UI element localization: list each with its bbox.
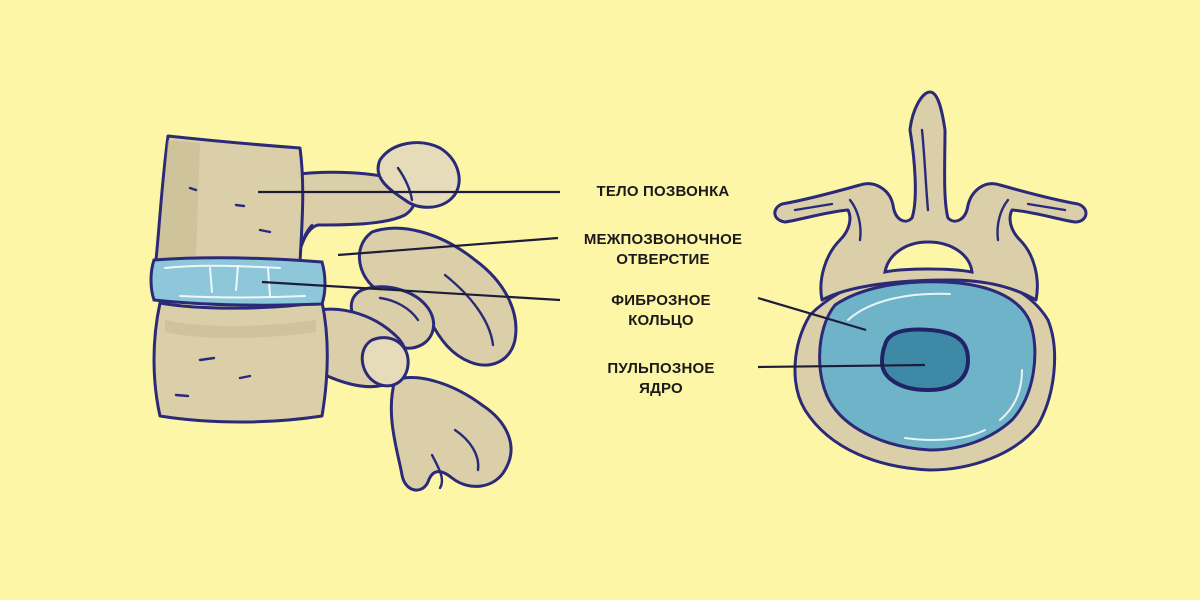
- lower-vertebral-body: [152, 300, 329, 424]
- leader-nucleus: [757, 363, 926, 369]
- label-intervertebral-foramen: МЕЖПОЗВОНОЧНОЕ ОТВЕРСТИЕ: [583, 231, 743, 268]
- upper-pedicle: [280, 170, 417, 264]
- leader-foramen: [337, 236, 559, 257]
- label-annulus-fibrosus: ФИБРОЗНОЕ КОЛЬЦО: [611, 292, 711, 329]
- intervertebral-disc-lateral: [149, 256, 327, 307]
- vertebral-canal: [883, 240, 974, 274]
- nucleus-pulposus: [879, 327, 971, 393]
- lower-spinous-process: [389, 376, 513, 492]
- articular-knob: [360, 336, 410, 388]
- axial-view: [773, 90, 1088, 472]
- lateral-view: [149, 134, 518, 492]
- leader-annulus-left: [261, 280, 561, 302]
- label-nucleus-pulposus: ПУЛЬПОЗНОЕ ЯДРО: [607, 360, 715, 397]
- leader-lines: [258, 190, 926, 369]
- leader-annulus-right: [757, 296, 867, 332]
- vertebral-arch: [773, 90, 1088, 302]
- label-vertebral-body: ТЕЛО ПОЗВОНКА: [596, 183, 730, 200]
